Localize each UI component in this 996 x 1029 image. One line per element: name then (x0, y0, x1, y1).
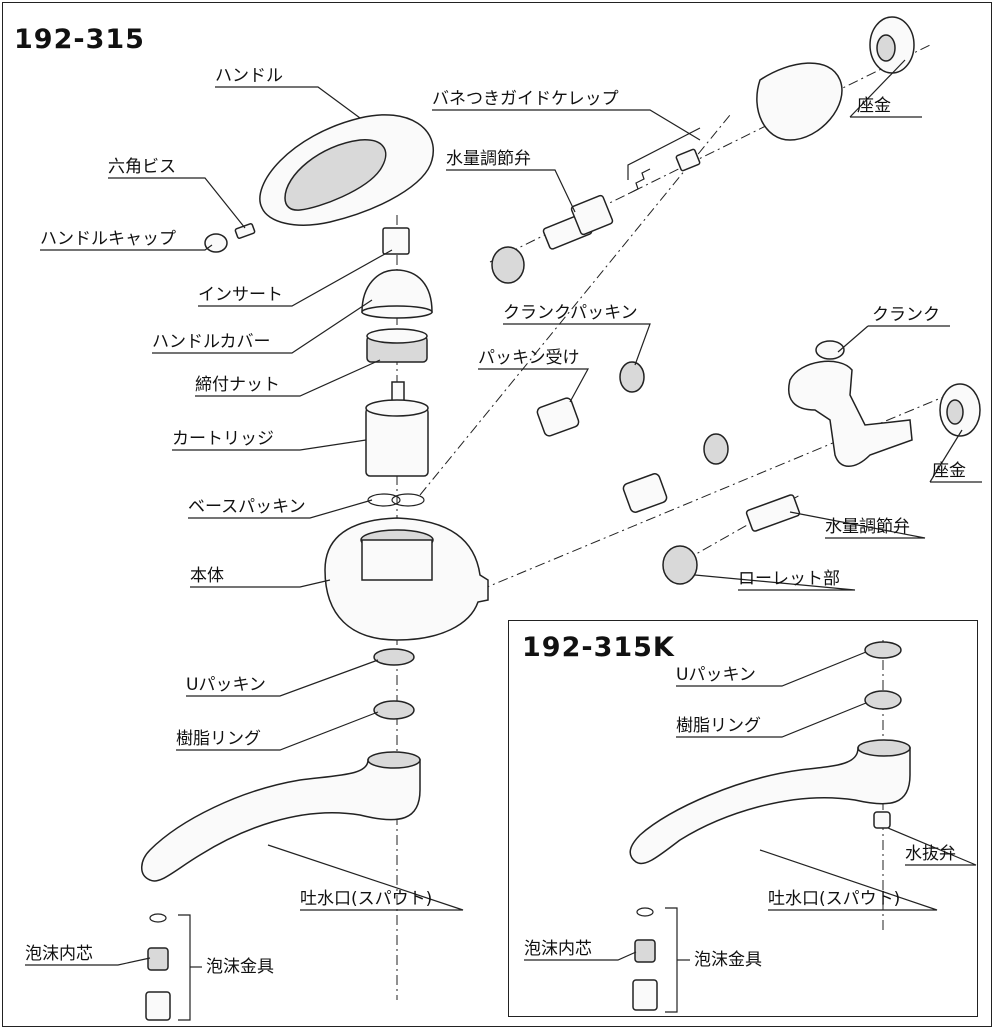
label-k-u-packing: Uパッキン (676, 665, 756, 685)
k-spout-part (629, 739, 911, 865)
label-handle-cap: ハンドルキャップ (40, 229, 176, 249)
handle-part (259, 114, 435, 226)
crank-packing-lower-part (703, 433, 729, 465)
washer-top-part (869, 16, 915, 74)
k-resin-ring-part (864, 690, 902, 710)
label-k-foam-core: 泡沫内芯 (524, 939, 592, 959)
label-cartridge: カートリッジ (172, 429, 274, 449)
label-k-resin-ring: 樹脂リング (676, 716, 761, 736)
label-spring-guide-cap: バネつきガイドケレップ (432, 89, 619, 109)
label-tightening-nut: 締付ナット (195, 375, 280, 395)
k-u-packing-part (864, 641, 902, 659)
spout-part (141, 751, 421, 882)
label-u-packing: Uパッキン (186, 675, 266, 695)
handle-cover-part (361, 269, 433, 319)
label-foam-core: 泡沫内芯 (25, 944, 93, 964)
assembly-axes (396, 44, 961, 1000)
flow-valve-top-part (491, 194, 614, 284)
packing-holder-lower-part (622, 473, 668, 513)
knurl-part (662, 545, 698, 585)
label-base-packing: ベースパッキン (188, 497, 306, 517)
label-foam-fitting: 泡沫金具 (206, 957, 274, 977)
label-k-foam-fitting: 泡沫金具 (694, 950, 762, 970)
tightening-nut-part (366, 328, 428, 363)
label-body: 本体 (190, 566, 224, 586)
u-packing-part (373, 648, 415, 666)
inset-frame-192-315k (508, 620, 978, 1017)
label-washer-top: 座金 (857, 96, 891, 116)
label-washer-right: 座金 (932, 461, 966, 481)
label-flow-valve-top: 水量調節弁 (446, 149, 531, 169)
label-spout: 吐水口(スパウト) (300, 889, 433, 909)
label-hex-screw: 六角ビス (108, 157, 176, 177)
flow-valve-right-part (745, 494, 801, 532)
spring-guide-cap-part (629, 148, 701, 194)
body-part (324, 517, 489, 641)
foam-fitting-part (145, 913, 171, 1021)
model-title-main: 192-315 (14, 24, 145, 55)
label-crank-packing: クランクパッキン (503, 303, 638, 323)
label-knurl: ローレット部 (738, 569, 840, 589)
valve-housing-top-part (756, 62, 843, 141)
k-foam-fitting-part (632, 907, 658, 1011)
label-crank: クランク (872, 305, 940, 325)
label-handle: ハンドル (215, 66, 283, 86)
model-title-inset: 192-315K (522, 632, 675, 663)
crank-packing-part (619, 361, 645, 393)
label-resin-ring: 樹脂リング (176, 729, 261, 749)
label-handle-cover: ハンドルカバー (152, 332, 271, 352)
label-insert: インサート (198, 285, 283, 305)
label-packing-holder: パッキン受け (478, 348, 580, 368)
k-drain-valve-part (873, 811, 891, 829)
washer-right-part (939, 383, 981, 437)
resin-ring-part (373, 700, 415, 720)
crank-part (788, 340, 913, 467)
base-packing-part (367, 493, 425, 507)
leader-lines (25, 59, 982, 1021)
cartridge-part (365, 381, 429, 477)
handle-cap-part (204, 233, 228, 253)
label-flow-valve-right: 水量調節弁 (825, 517, 910, 537)
insert-part (382, 227, 410, 255)
packing-holder-part (536, 397, 580, 437)
hex-screw-part (234, 223, 256, 239)
label-k-drain-valve: 水抜弁 (905, 844, 956, 864)
label-k-spout: 吐水口(スパウト) (768, 889, 901, 909)
